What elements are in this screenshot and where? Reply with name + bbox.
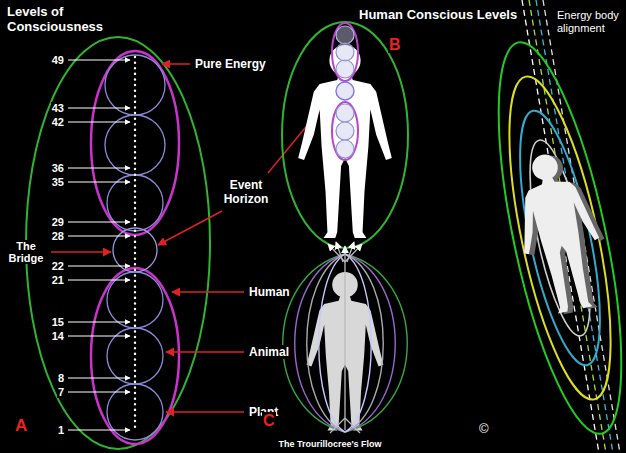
copyright-mark: © bbox=[478, 421, 490, 436]
region-label: Human bbox=[248, 285, 291, 299]
panel-letter: A bbox=[14, 417, 28, 435]
energy-ellipse bbox=[489, 69, 626, 408]
field-line bbox=[345, 254, 383, 432]
energy-body bbox=[473, 33, 626, 443]
level-number: 42 bbox=[51, 116, 65, 128]
level-number: 43 bbox=[51, 102, 65, 114]
chakra-circle bbox=[336, 122, 354, 140]
level-number: 1 bbox=[57, 424, 65, 436]
pointer-arrows bbox=[51, 64, 333, 412]
pointer-arrow bbox=[172, 291, 244, 293]
level-arrow bbox=[68, 182, 130, 183]
panel-letter: B bbox=[388, 36, 402, 53]
lower-chakra-group bbox=[332, 102, 358, 160]
chakra-circle bbox=[336, 140, 354, 158]
panel-title: Levels of Consciousness bbox=[6, 4, 116, 34]
level-arrow bbox=[68, 378, 130, 379]
level-arrow bbox=[68, 336, 130, 337]
level-number: 49 bbox=[51, 54, 65, 66]
level-arrows bbox=[68, 60, 130, 430]
level-number: 8 bbox=[57, 372, 65, 384]
chakra-circle bbox=[336, 26, 354, 44]
level-arrow bbox=[68, 168, 130, 169]
region-label: The Bridge bbox=[2, 240, 50, 264]
level-arrow bbox=[68, 222, 130, 223]
field-line bbox=[345, 254, 407, 432]
outer-ellipse bbox=[26, 37, 210, 449]
dotted-axis bbox=[134, 57, 136, 432]
level-number: 28 bbox=[51, 230, 65, 242]
level-number: 7 bbox=[57, 386, 65, 398]
region-label: Animal bbox=[248, 345, 290, 359]
panel-a bbox=[26, 37, 333, 449]
level-arrow bbox=[68, 280, 130, 281]
region-label: Event Horizon bbox=[214, 178, 278, 206]
lower-ellipse bbox=[91, 268, 179, 444]
panel-title: Human Conscious Levels bbox=[358, 7, 518, 22]
human-figure bbox=[505, 147, 613, 318]
level-number: 14 bbox=[51, 330, 65, 342]
chakra-circle bbox=[336, 60, 354, 78]
pointer-arrow bbox=[158, 211, 222, 245]
level-arrow bbox=[68, 236, 130, 237]
flow-arrow bbox=[330, 418, 345, 433]
chakra-circle bbox=[336, 104, 354, 122]
level-number: 21 bbox=[51, 274, 65, 286]
level-number: 22 bbox=[51, 260, 65, 272]
panel-letter: C bbox=[262, 412, 276, 429]
panel-c bbox=[283, 242, 408, 433]
flow-arrow bbox=[336, 242, 343, 262]
level-arrow bbox=[68, 392, 130, 393]
energy-ellipse bbox=[473, 33, 626, 443]
chakra-circle bbox=[336, 43, 354, 61]
field-line bbox=[307, 254, 345, 432]
level-arrow bbox=[68, 266, 130, 267]
horizon-circle bbox=[336, 82, 354, 100]
field-line bbox=[345, 254, 395, 432]
flow-arrow bbox=[347, 242, 354, 262]
level-arrow bbox=[68, 108, 130, 109]
level-number: 36 bbox=[51, 162, 65, 174]
flow-arrow bbox=[344, 246, 345, 430]
aura-ellipse bbox=[282, 22, 408, 248]
flow-arrow bbox=[345, 418, 360, 433]
region-label: Pure Energy bbox=[194, 57, 267, 71]
level-arrow bbox=[68, 122, 130, 123]
level-arrow bbox=[68, 60, 130, 61]
level-number: 35 bbox=[51, 176, 65, 188]
upper-chakra-group bbox=[332, 23, 358, 81]
alignment-panel bbox=[473, 0, 626, 453]
panel-b bbox=[282, 22, 408, 248]
pointer-arrow bbox=[162, 63, 190, 65]
flow-arrows bbox=[328, 242, 362, 433]
pointer-arrow bbox=[166, 411, 244, 413]
field-line bbox=[345, 254, 371, 432]
human-figure bbox=[298, 45, 392, 238]
level-number: 29 bbox=[51, 216, 65, 228]
field-line bbox=[319, 254, 345, 432]
field-line bbox=[295, 254, 345, 432]
level-arrow bbox=[68, 430, 130, 431]
level-arrow bbox=[68, 322, 130, 323]
pointer-arrow bbox=[51, 251, 111, 253]
flow-caption: The Trourillocree's Flow bbox=[277, 439, 382, 450]
panel-title: Energy body alignment bbox=[556, 9, 624, 35]
field-line bbox=[283, 254, 345, 432]
pointer-arrow bbox=[166, 351, 244, 353]
level-number: 15 bbox=[51, 316, 65, 328]
